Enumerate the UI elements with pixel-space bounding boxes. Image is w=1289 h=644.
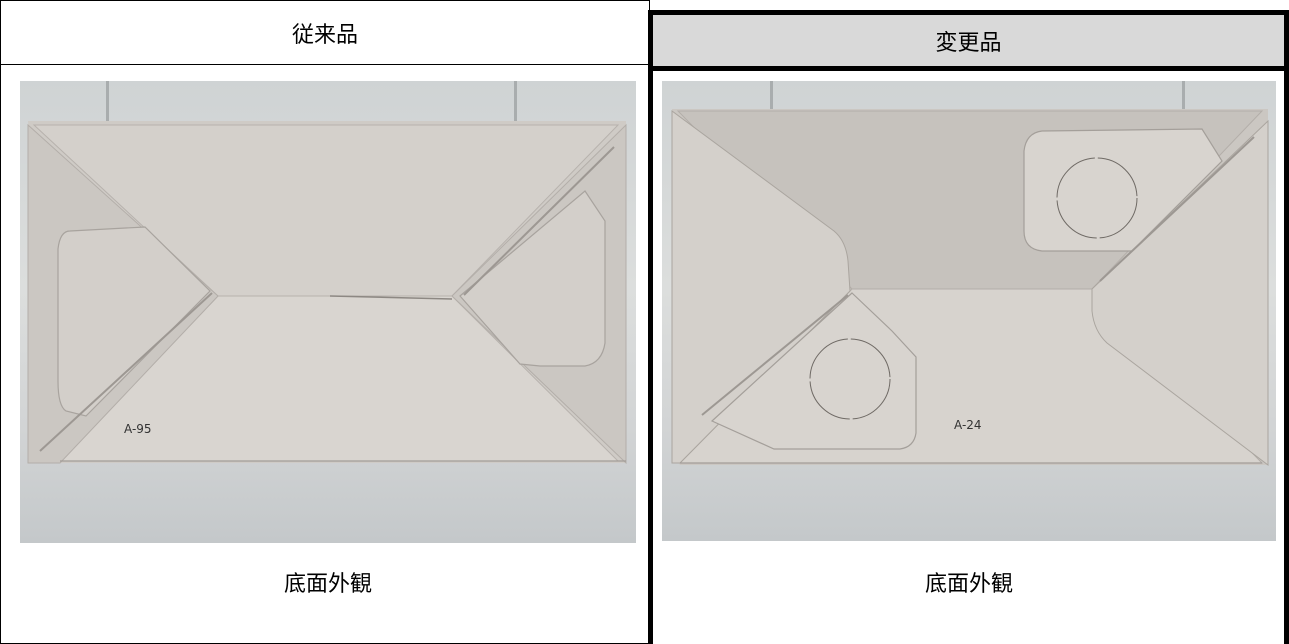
- conventional-bottom-photo: A-95: [20, 81, 636, 543]
- conventional-column: 従来品: [0, 0, 650, 644]
- box-bottom-illustration: A-24: [662, 81, 1276, 541]
- changed-column: 変更品: [648, 10, 1289, 644]
- changed-bottom-photo: A-24: [662, 81, 1276, 541]
- box-label: A-95: [124, 422, 152, 436]
- box-label: A-24: [954, 418, 982, 432]
- box-bottom-illustration: A-95: [20, 81, 636, 543]
- conventional-caption: 底面外観: [283, 572, 372, 597]
- conventional-header: 従来品: [1, 1, 649, 65]
- changed-caption: 底面外観: [924, 572, 1013, 597]
- changed-header: 変更品: [653, 15, 1284, 71]
